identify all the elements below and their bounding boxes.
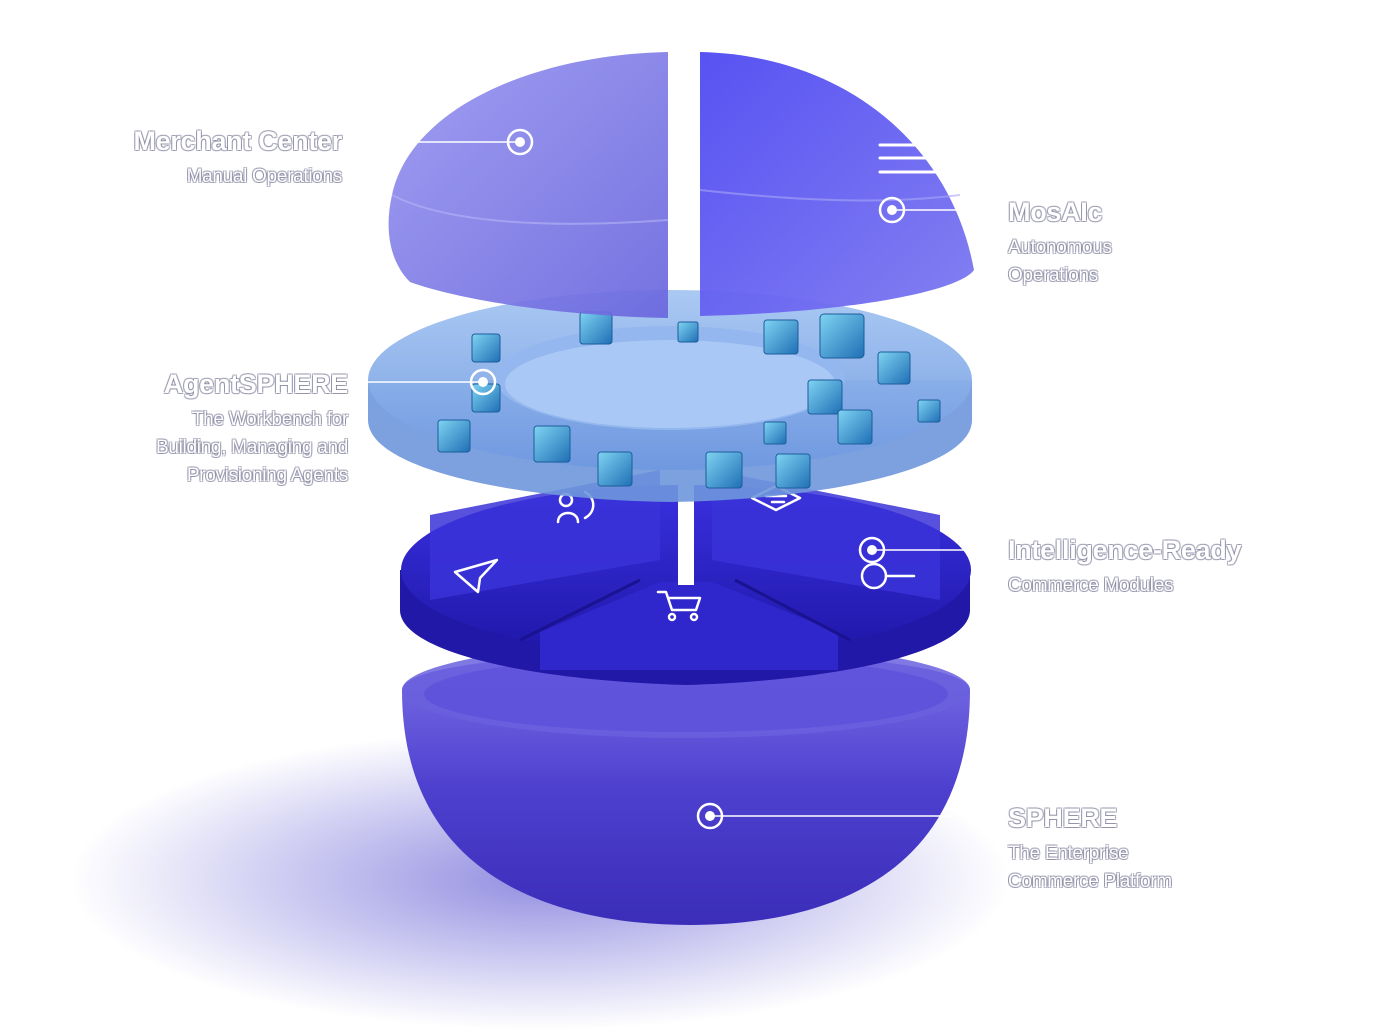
agent-cube xyxy=(807,379,843,415)
agent-cube xyxy=(597,451,633,487)
sphere-title: SPHERE xyxy=(1008,803,1118,833)
agent-cube xyxy=(579,311,613,345)
agentsphere-label: AgentSPHERE The Workbench for Building, … xyxy=(156,368,348,490)
agent-cubes xyxy=(437,311,941,489)
merchant-center-subtitle: Manual Operations xyxy=(186,165,343,187)
agentsphere-subtitle-line1: The Workbench for xyxy=(191,408,348,430)
agent-cube xyxy=(437,419,471,453)
merchant-center-title: Merchant Center xyxy=(133,126,342,156)
agentsphere-ring xyxy=(368,290,972,502)
mosaic-subtitle-line1: Autonomous xyxy=(1008,236,1112,258)
mosaic-title: MosAIc xyxy=(1008,197,1103,227)
agentsphere-marker xyxy=(469,368,497,396)
agent-cube xyxy=(819,313,865,359)
search-icon xyxy=(860,562,916,590)
agent-cube xyxy=(471,383,501,413)
intelligence-subtitle: Commerce Modules xyxy=(1008,574,1174,596)
mosaic-dome xyxy=(699,52,974,316)
agentsphere-subtitle-line2: Building, Managing and xyxy=(156,436,348,458)
sphere-marker xyxy=(696,802,724,830)
agent-cube xyxy=(677,321,699,343)
sphere-label: SPHERE The Enterprise Commerce Platform xyxy=(1008,802,1172,896)
intelligence-title: Intelligence-Ready xyxy=(1008,535,1242,565)
intelligence-marker xyxy=(858,536,886,564)
merchant-center-dome xyxy=(388,52,669,318)
mosaic-subtitle-line2: Operations xyxy=(1008,264,1098,286)
intelligence-label: Intelligence-Ready Commerce Modules xyxy=(1008,534,1241,600)
agent-cube xyxy=(763,421,787,445)
agent-cube xyxy=(763,319,799,355)
cart-icon xyxy=(656,590,702,622)
mosaic-label: MosAIc Autonomous Operations xyxy=(1008,196,1112,290)
agent-cube xyxy=(877,351,911,385)
agent-cube xyxy=(837,409,873,445)
sphere-subtitle-line2: Commerce Platform xyxy=(1008,870,1172,892)
agent-cube xyxy=(533,425,571,463)
agentsphere-title: AgentSPHERE xyxy=(163,369,349,399)
mosaic-marker xyxy=(878,196,906,224)
merchant-center-label: Merchant Center Manual Operations xyxy=(133,125,342,191)
agent-cube xyxy=(917,399,941,423)
merchant-center-marker xyxy=(506,128,534,156)
sphere-subtitle-line1: The Enterprise xyxy=(1008,842,1129,864)
sparkle-icon xyxy=(936,112,976,152)
text-lines-icon xyxy=(878,143,980,174)
agentsphere-subtitle-line3: Provisioning Agents xyxy=(186,464,348,486)
agent-cube xyxy=(705,451,743,489)
funnel-icon xyxy=(453,558,499,594)
agent-cube xyxy=(471,333,501,363)
agent-cube xyxy=(775,453,811,489)
